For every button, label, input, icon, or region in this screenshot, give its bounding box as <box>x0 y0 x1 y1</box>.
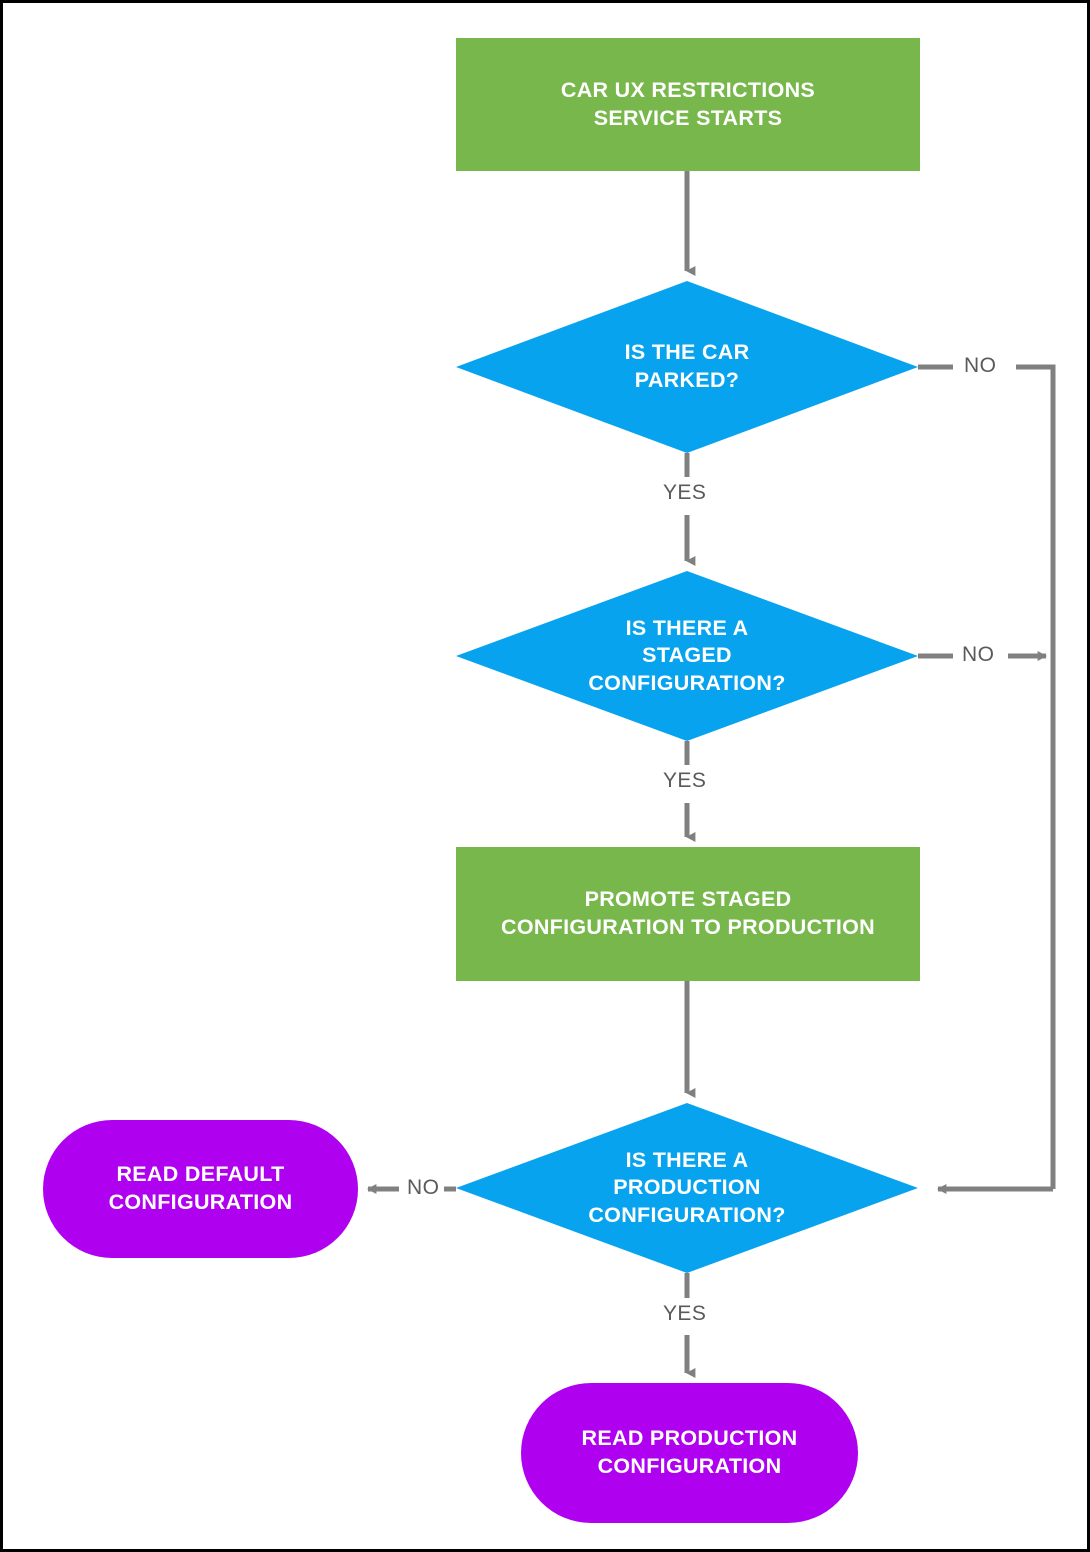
edge-label-car-parked-no: NO <box>964 354 997 377</box>
node-start-label: CAR UX RESTRICTIONS SERVICE STARTS <box>560 77 816 130</box>
edge-label-staged-config-yes: YES <box>663 769 707 792</box>
node-read-production-configuration[interactable]: READ PRODUCTION CONFIGURATION <box>521 1383 858 1523</box>
node-start[interactable]: CAR UX RESTRICTIONS SERVICE STARTS <box>456 38 920 171</box>
node-is-production-configuration-label: IS THERE A PRODUCTION CONFIGURATION? <box>588 1147 786 1227</box>
diamond-shape-icon <box>456 571 918 741</box>
node-is-staged-configuration-label: IS THERE A STAGED CONFIGURATION? <box>588 615 786 695</box>
edge-label-production-config-no: NO <box>407 1176 440 1199</box>
node-is-car-parked-label: IS THE CAR PARKED? <box>624 340 750 392</box>
flowchart-edges <box>366 171 1056 1378</box>
edge-car-parked-no <box>918 364 1056 1189</box>
diamond-shape-icon <box>456 281 918 453</box>
edge-label-staged-config-no: NO <box>962 643 995 666</box>
edge-label-car-parked-yes: YES <box>663 481 707 504</box>
node-read-default-configuration[interactable]: READ DEFAULT CONFIGURATION <box>43 1120 358 1258</box>
node-read-default-configuration-label: READ DEFAULT CONFIGURATION <box>108 1162 293 1214</box>
diamond-shape-icon <box>456 1103 918 1273</box>
node-is-car-parked[interactable]: IS THE CAR PARKED? <box>456 281 918 453</box>
node-promote-staged-configuration-label: PROMOTE STAGED CONFIGURATION TO PRODUCTI… <box>501 887 875 939</box>
node-promote-staged-configuration[interactable]: PROMOTE STAGED CONFIGURATION TO PRODUCTI… <box>456 847 920 981</box>
node-is-production-configuration[interactable]: IS THERE A PRODUCTION CONFIGURATION? <box>456 1103 918 1273</box>
edge-label-production-config-yes: YES <box>663 1302 707 1325</box>
node-read-production-configuration-label: READ PRODUCTION CONFIGURATION <box>581 1426 798 1478</box>
node-is-staged-configuration[interactable]: IS THERE A STAGED CONFIGURATION? <box>456 571 918 741</box>
